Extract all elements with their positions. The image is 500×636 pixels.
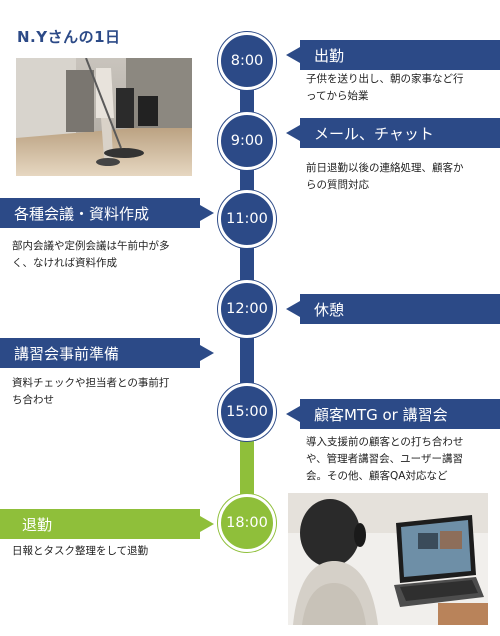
video-call-laptop-photo [288,493,488,625]
time-circle-0800: 8:00 [218,32,276,90]
event-heading-mtg: 顧客MTG or 講習会 [286,399,500,429]
desc-line: 資料チェックや担当者との事前打 [12,377,170,389]
event-heading-text: 出勤 [314,46,345,65]
desc-line: ち合わせ [12,394,54,406]
desc-line: 会。その他、顧客QA対応など [306,470,448,482]
event-heading-text: 顧客MTG or 講習会 [314,405,448,424]
event-heading-meeting: 各種会議・資料作成 [0,198,214,228]
time-label: 12:00 [226,301,268,317]
event-heading-taikin: 退勤 [0,509,214,539]
desc-line: ってから始業 [306,90,369,102]
time-label: 8:00 [230,53,264,69]
page-title: N.Yさんの1日 [17,28,121,46]
time-circle-0900: 9:00 [218,112,276,170]
desc-line: 子供を送り出し、朝の家事など行 [306,73,464,85]
time-label: 18:00 [226,515,268,531]
event-desc-shukkin: 子供を送り出し、朝の家事など行 ってから始業 [306,71,464,105]
time-circle-1800: 18:00 [218,494,276,552]
time-circle-1500: 15:00 [218,383,276,441]
time-label: 9:00 [230,133,264,149]
event-desc-meeting: 部内会議や定例会議は午前中が多 く、なければ資料作成 [12,238,170,272]
desc-line: 導入支援前の顧客との打ち合わせ [306,436,464,448]
event-heading-text: 退勤 [22,515,53,534]
desc-line: 日報とタスク整理をして退勤 [12,545,149,557]
event-heading-text: 各種会議・資料作成 [14,204,150,223]
event-heading-text: 休憩 [314,300,345,319]
desc-line: く、なければ資料作成 [12,257,117,269]
event-desc-mail: 前日退勤以後の連絡処理、顧客か らの質問対応 [306,160,464,194]
event-desc-mtg: 導入支援前の顧客との打ち合わせ や、管理者講習会、ユーザー講習 会。その他、顧客… [306,434,463,485]
time-circle-1100: 11:00 [218,190,276,248]
event-heading-break: 休憩 [286,294,500,324]
cleaning-floor-photo [16,58,192,176]
event-heading-shukkin: 出勤 [286,40,500,70]
desc-line: 前日退勤以後の連絡処理、顧客か [306,162,464,174]
event-heading-prep: 講習会事前準備 [0,338,214,368]
time-label: 15:00 [226,404,268,420]
desc-line: らの質問対応 [306,179,369,191]
desc-line: や、管理者講習会、ユーザー講習 [306,453,463,465]
event-heading-text: 講習会事前準備 [14,344,120,363]
event-heading-mail: メール、チャット [286,118,500,148]
event-heading-text: メール、チャット [314,124,434,143]
time-label: 11:00 [226,211,268,227]
time-circle-1200: 12:00 [218,280,276,338]
desc-line: 部内会議や定例会議は午前中が多 [12,240,170,252]
event-desc-taikin: 日報とタスク整理をして退勤 [12,543,148,560]
event-desc-prep: 資料チェックや担当者との事前打 ち合わせ [12,375,169,409]
